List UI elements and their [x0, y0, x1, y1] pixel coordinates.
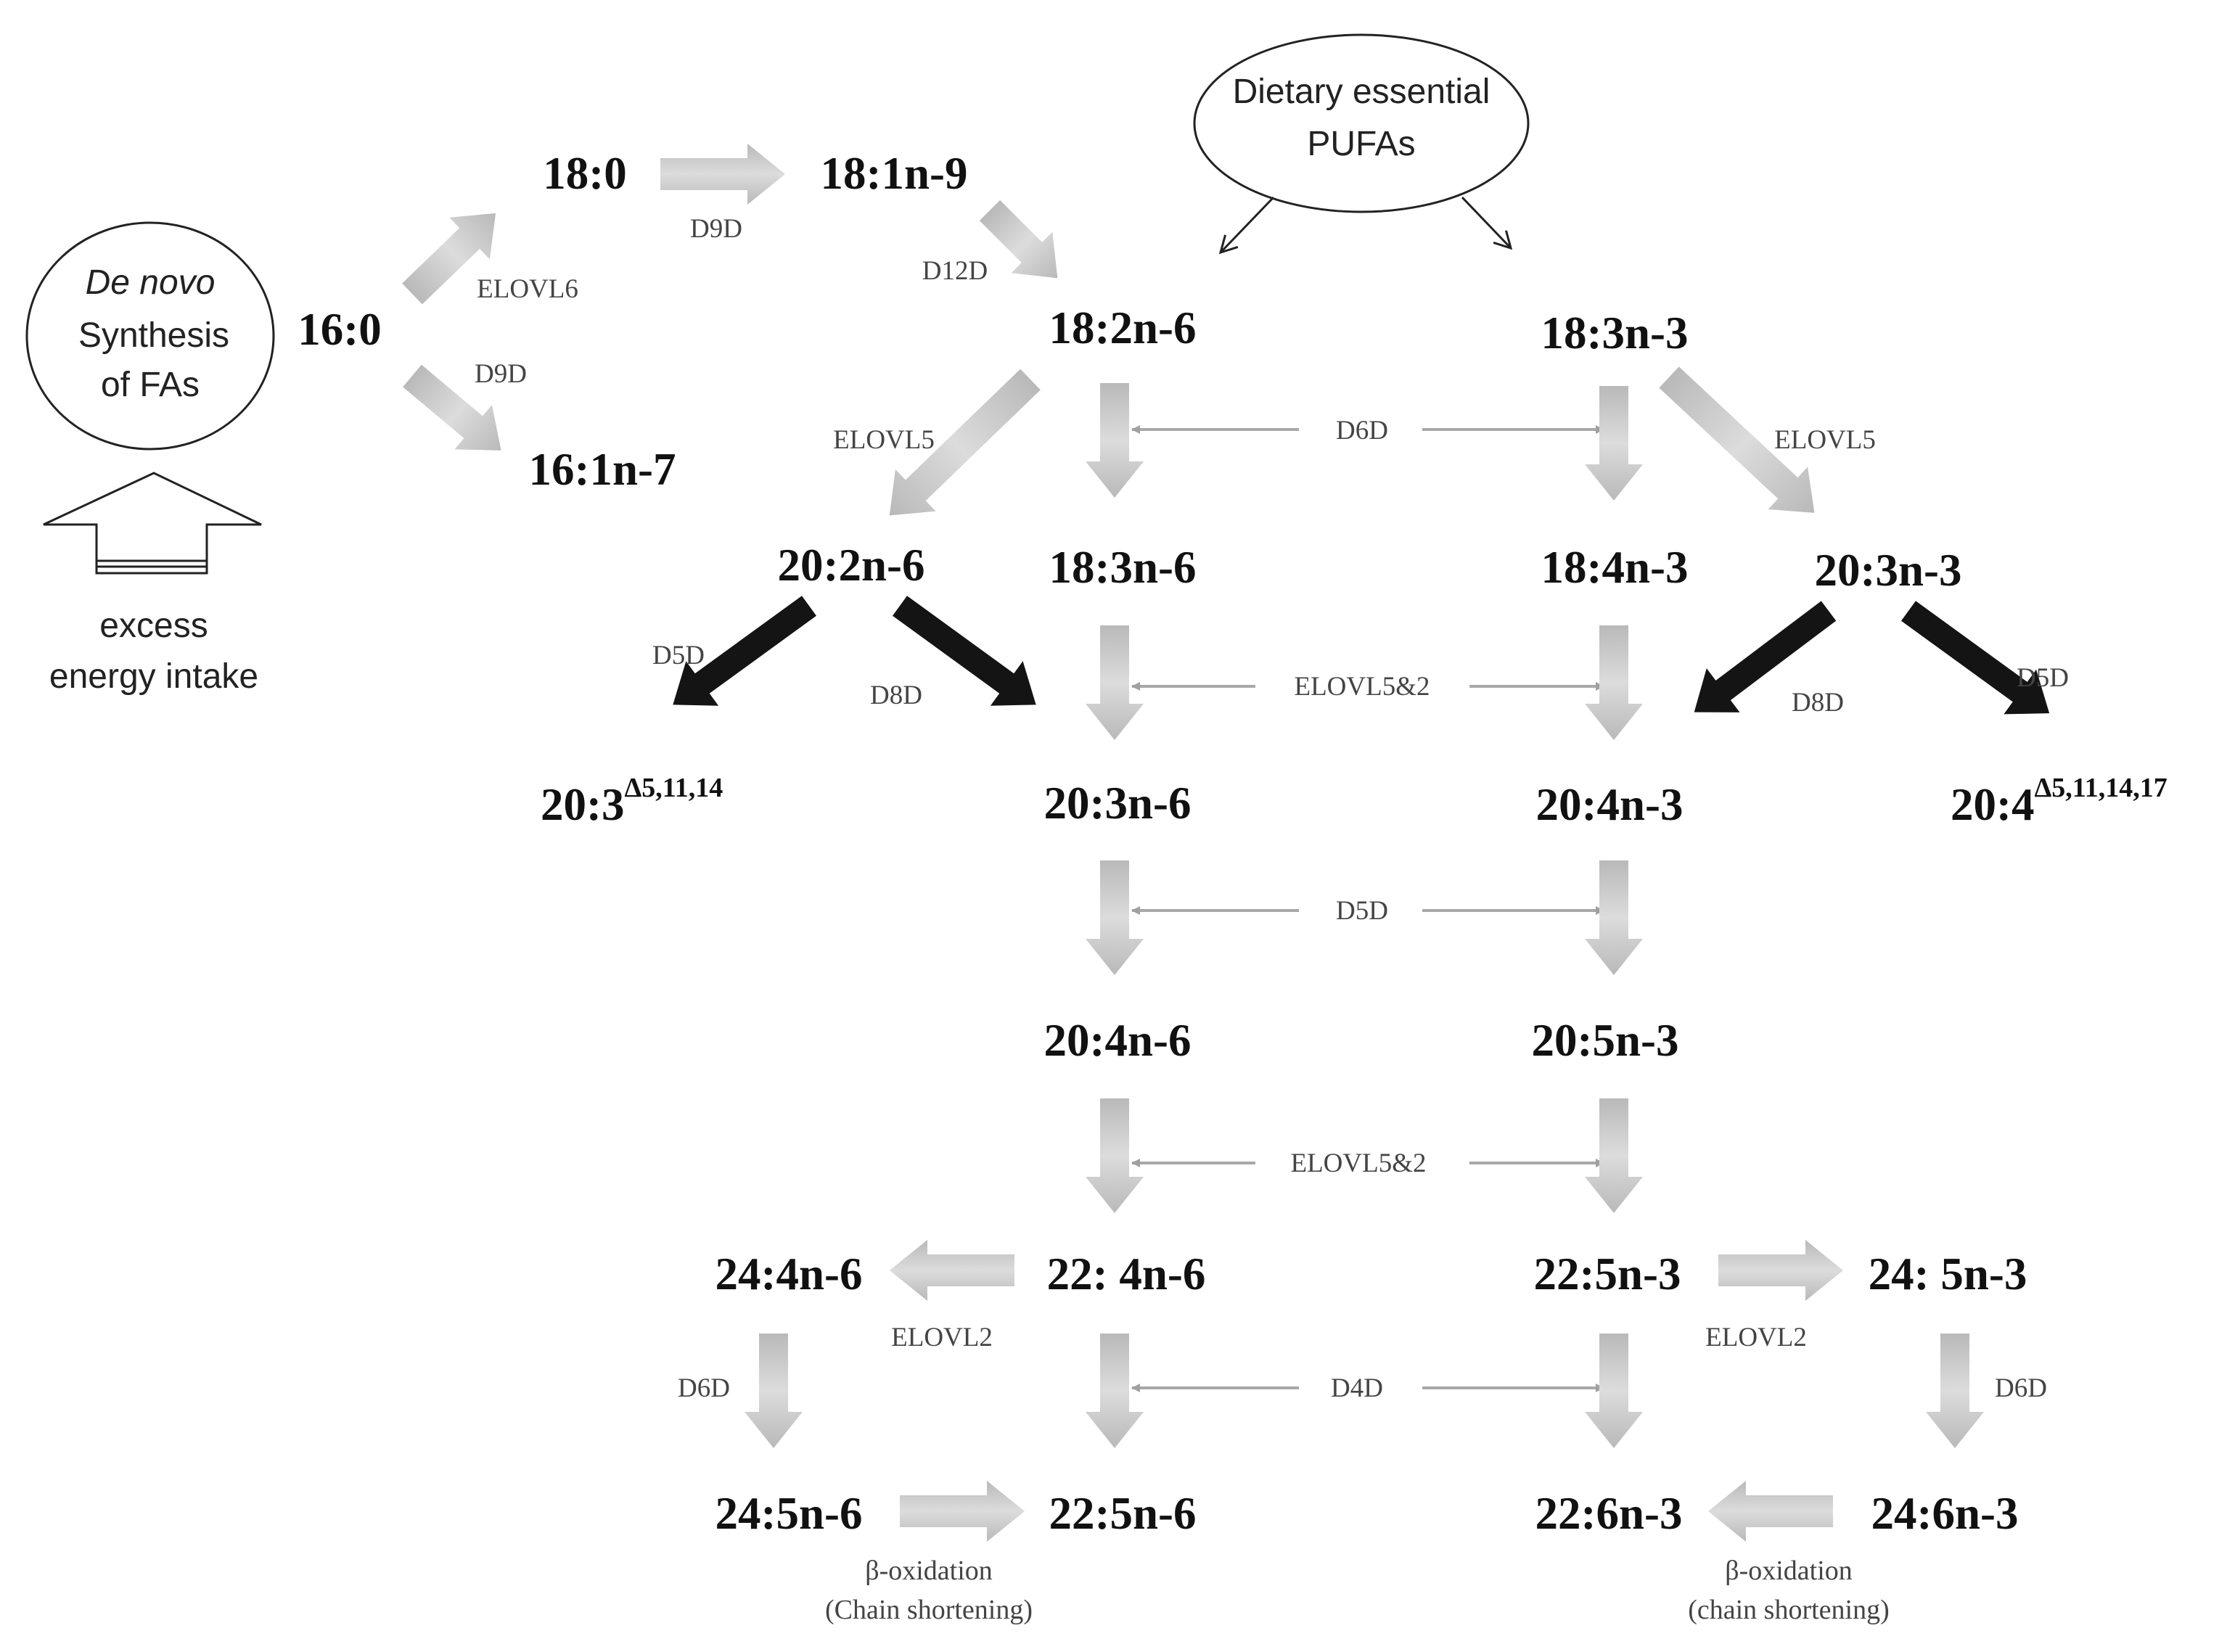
enzyme-d5d-left: D5D [652, 641, 705, 670]
arrow-18-3n6-to-20-3n6 [1086, 625, 1144, 740]
node-20-5n3: 20:5n-3 [1532, 1015, 1679, 1066]
enzyme-d12d: D12D [922, 256, 988, 286]
node-16-1n7: 16:1n-7 [529, 444, 676, 495]
node-16-0: 16:0 [298, 304, 381, 355]
note-chain-left: (Chain shortening) [825, 1595, 1033, 1625]
denovo-synthesis-bubble: De novo Synthesis of FAs [25, 221, 275, 451]
energy-line1: excess [99, 607, 208, 645]
node-18-3n6: 18:3n-6 [1049, 542, 1197, 593]
note-beta-left: β-oxidation [865, 1556, 993, 1586]
excess-energy-input: excess energy intake [43, 472, 262, 696]
dietary-line2: PUFAs [1307, 125, 1415, 163]
node-20-3n6: 20:3n-6 [1044, 778, 1192, 829]
arrow-16-0-to-16-1n7 [403, 364, 501, 451]
node-20-3n3: 20:3n-3 [1815, 545, 1962, 596]
enzyme-elovl52-lower: ELOVL5&2 [1290, 1148, 1426, 1178]
dietary-arrow-right [1461, 196, 1513, 250]
enzyme-d6d-right: D6D [1995, 1373, 2047, 1403]
arrow-22-4n6-to-22-5n6 [1086, 1333, 1144, 1448]
node-20-4-delta: 20:4Δ5,11,14,17 [1951, 773, 2168, 830]
arrow-22-5n3-to-22-6n3 [1585, 1333, 1643, 1448]
node-20-3-delta-base: 20:3 [541, 779, 624, 830]
node-24-5n3: 24: 5n-3 [1869, 1249, 2027, 1299]
node-20-4-delta-sup: Δ5,11,14,17 [2034, 773, 2167, 803]
arrow-16-0-to-18-0 [402, 213, 496, 305]
arrow-18-0-to-18-1n9 [660, 144, 785, 205]
enzyme-d5d-shared: D5D [1336, 896, 1388, 926]
note-beta-right: β-oxidation [1725, 1556, 1853, 1586]
up-arrow-icon [43, 472, 262, 575]
node-22-5n6: 22:5n-6 [1049, 1488, 1197, 1539]
enzyme-d9d-lower: D9D [475, 359, 527, 389]
enzyme-elovl5-right: ELOVL5 [1774, 425, 1876, 455]
arrow-20-2n6-to-20-3-delta [673, 596, 816, 706]
node-20-3-delta: 20:3Δ5,11,14 [541, 773, 723, 830]
arrow-22-5n3-to-24-5n3 [1718, 1240, 1843, 1301]
node-22-6n3: 22:6n-3 [1535, 1488, 1683, 1539]
enzyme-d6d-shared: D6D [1336, 416, 1388, 445]
node-24-4n6: 24:4n-6 [715, 1249, 863, 1299]
enzyme-elovl5-left: ELOVL5 [833, 425, 935, 455]
arrow-18-4n3-to-20-4n3 [1585, 625, 1643, 740]
enzyme-d6d-left: D6D [678, 1373, 730, 1403]
energy-line2: energy intake [49, 657, 258, 696]
dietary-line1: Dietary essential [1233, 73, 1490, 111]
arrow-18-2n6-to-20-2n6 [889, 369, 1041, 516]
arrow-20-5n3-to-22-5n3 [1585, 1098, 1643, 1213]
enzyme-d8d-left: D8D [870, 681, 922, 710]
fatty-acid-nodes: 16:0 18:0 18:1n-9 16:1n-7 18:2n-6 18:3n-… [298, 148, 2167, 1539]
arrow-24-5n6-to-22-5n6 [900, 1481, 1025, 1542]
arrow-20-3n6-to-20-4n6 [1086, 860, 1144, 975]
arrow-18-3n3-to-20-3n3 [1659, 366, 1815, 513]
node-20-4n6: 20:4n-6 [1044, 1015, 1192, 1066]
enzyme-d8d-right: D8D [1792, 688, 1844, 718]
denovo-line2: Synthesis [78, 316, 229, 355]
node-18-2n6: 18:2n-6 [1049, 303, 1197, 353]
grey-arrows [402, 144, 1984, 1542]
enzyme-d9d-top: D9D [690, 214, 742, 244]
arrow-20-2n6-to-20-3n6 [893, 596, 1036, 706]
arrow-22-4n6-to-24-4n6 [890, 1240, 1014, 1301]
enzyme-labels: D9D ELOVL6 D9D D12D ELOVL5 D6D ELOVL5 D5… [475, 214, 2069, 1403]
node-18-0: 18:0 [543, 148, 626, 199]
arrow-18-2n6-to-18-3n6 [1086, 383, 1144, 498]
node-18-4n3: 18:4n-3 [1541, 542, 1689, 593]
arrow-20-3n3-to-20-4-delta [1901, 601, 2050, 715]
enzyme-d5d-right: D5D [2017, 663, 2069, 693]
denovo-line1: De novo [86, 263, 216, 302]
arrow-24-5n3-to-24-6n3 [1926, 1333, 1984, 1448]
enzyme-d4d-shared: D4D [1331, 1373, 1383, 1403]
node-22-4n6: 22: 4n-6 [1047, 1249, 1206, 1299]
dietary-pufa-bubble: Dietary essential PUFAs [1193, 33, 1530, 255]
node-18-1n9: 18:1n-9 [821, 148, 968, 199]
thin-connectors [1131, 425, 1604, 1392]
dietary-arrow-left [1218, 196, 1275, 255]
dark-arrows [673, 596, 2050, 715]
enzyme-elovl2-right: ELOVL2 [1705, 1323, 1807, 1352]
arrow-20-4n3-to-20-5n3 [1585, 860, 1643, 975]
node-20-2n6: 20:2n-6 [778, 540, 925, 591]
enzyme-elovl6: ELOVL6 [477, 274, 578, 304]
arrow-24-4n6-to-24-5n6 [745, 1333, 803, 1448]
arrow-18-3n3-to-18-4n3 [1585, 386, 1643, 501]
node-24-6n3: 24:6n-3 [1871, 1488, 2019, 1539]
enzyme-elovl2-left: ELOVL2 [891, 1323, 993, 1352]
arrow-18-1n9-to-18-2n6 [979, 200, 1058, 279]
arrow-20-3n3-to-20-4n3 [1694, 601, 1837, 712]
node-20-4n3: 20:4n-3 [1536, 779, 1684, 830]
beta-oxidation-notes: β-oxidation (Chain shortening) β-oxidati… [825, 1556, 1890, 1625]
node-24-5n6: 24:5n-6 [715, 1488, 863, 1539]
node-22-5n3: 22:5n-3 [1534, 1249, 1681, 1299]
denovo-line3: of FAs [101, 366, 200, 404]
arrow-24-6n3-to-22-6n3 [1708, 1481, 1833, 1542]
enzyme-elovl52-upper: ELOVL5&2 [1294, 672, 1430, 702]
node-18-3n3: 18:3n-3 [1541, 308, 1689, 358]
note-chain-right: (chain shortening) [1688, 1595, 1890, 1625]
arrow-20-4n6-to-22-4n6 [1086, 1098, 1144, 1213]
node-20-4-delta-base: 20:4 [1951, 779, 2034, 830]
node-20-3-delta-sup: Δ5,11,14 [624, 773, 723, 803]
